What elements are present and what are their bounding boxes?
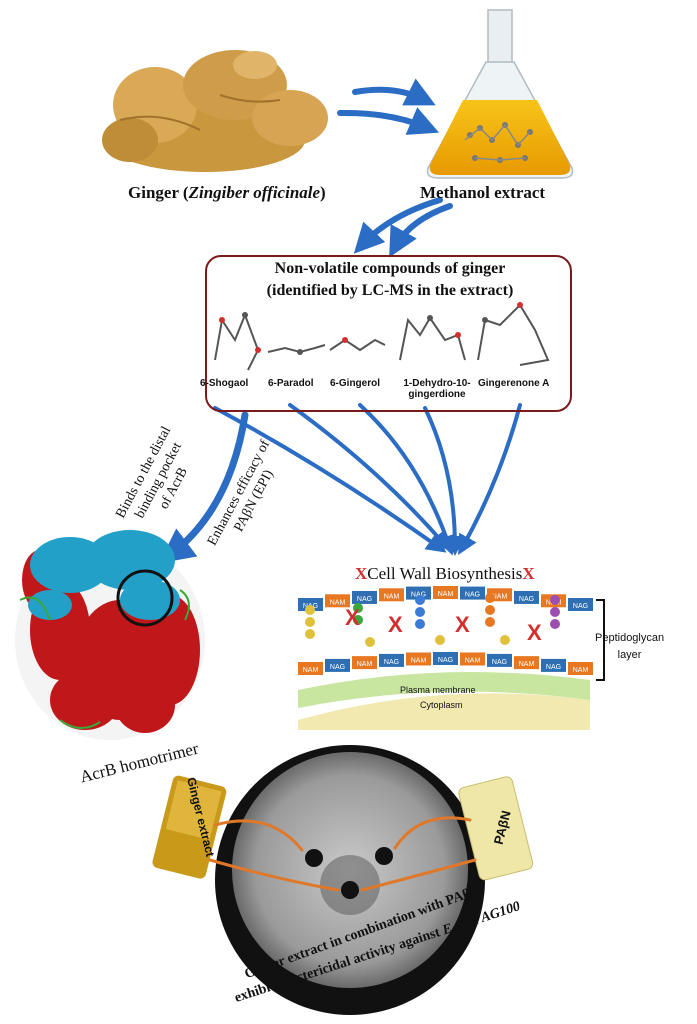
arrows-compounds-to-cell-wall <box>213 403 522 556</box>
sugar-unit-label: NAG <box>492 659 507 666</box>
sugar-unit-label: NAM <box>492 593 508 600</box>
compound-label: 1-Dehydro-10-gingerdione <box>403 378 471 400</box>
inhibition-mark: X <box>345 605 360 630</box>
sugar-unit-label: NAM <box>357 661 373 668</box>
sugar-unit-nam <box>568 662 593 675</box>
compound-label: 6-Shogaol <box>200 378 249 389</box>
sugar-unit-label: NAG <box>330 664 345 671</box>
sugar-unit-label: NAG <box>465 592 480 599</box>
cell-wall-label: XCell Wall BiosynthesisX <box>355 564 535 583</box>
peptide-bridges <box>305 593 560 647</box>
sugar-unit-nam <box>514 656 539 670</box>
sugar-unit-nam <box>433 586 458 599</box>
cytoplasm-label: Cytoplasm <box>420 700 463 710</box>
sugar-unit-label: NAM <box>573 667 589 674</box>
compound-label: 6-Paradol <box>268 378 314 389</box>
arrow-compounds-to-acrb <box>158 411 249 564</box>
sugar-unit-label: NAM <box>330 599 346 606</box>
sugar-unit-label: NAM <box>411 657 427 664</box>
sugar-unit-label: NAG <box>546 664 561 671</box>
sugar-unit-label: NAM <box>465 657 481 664</box>
ginger-label: Ginger (Zingiber officinale) <box>128 183 326 202</box>
sugar-unit-label: NAM <box>384 593 400 600</box>
peptidoglycan-diagram <box>298 672 590 730</box>
petri-plate <box>215 745 485 1015</box>
inhibition-mark: X <box>388 612 403 637</box>
methanol-flask-image <box>426 9 574 179</box>
sugar-unit-nag <box>568 598 593 611</box>
vial-ginger-extract <box>152 775 227 879</box>
compounds-box <box>205 255 572 412</box>
sugar-unit-nag <box>460 586 485 600</box>
plasma-membrane-label: Plasma membrane <box>400 685 476 695</box>
arrows-vials-to-wells <box>208 816 477 892</box>
sugar-unit-label: NAG <box>384 659 399 666</box>
sugar-unit-nag <box>379 653 404 667</box>
sugar-unit-nam <box>379 588 404 602</box>
arrow-ginger-to-extract <box>337 78 440 135</box>
acrb-protein-image <box>15 530 205 740</box>
sugar-unit-nam <box>352 656 377 670</box>
peptidoglycan-bracket <box>596 599 605 681</box>
sugar-unit-nam <box>406 652 431 666</box>
bottom-sugar-chain: NAM NAG NAM NAG NAM NAG NAM NAG NAM NAG NAM <box>298 652 593 675</box>
sugar-unit-nag <box>541 658 566 672</box>
sugar-unit-label: NAG <box>438 657 453 664</box>
methanol-extract-label: Methanol extract <box>420 183 546 202</box>
ginger-root-image <box>102 50 328 172</box>
inhibition-mark: X <box>455 612 470 637</box>
sugar-unit-nag <box>487 653 512 667</box>
sugar-unit-nag <box>514 590 539 604</box>
inhibition-mark: X <box>527 620 542 645</box>
compounds-subtitle: (identified by LC-MS in the extract) <box>266 282 514 299</box>
sugar-unit-nam <box>460 652 485 666</box>
sugar-unit-nag <box>433 652 458 665</box>
compound-atoms <box>219 302 523 355</box>
sugar-unit-nag <box>406 586 431 600</box>
sugar-unit-nam <box>298 662 323 675</box>
sugar-unit-label: NAM <box>438 591 454 598</box>
sugar-unit-label: NAM <box>303 667 319 674</box>
compound-label: Gingerenone A <box>478 378 550 389</box>
arrow-extract-to-compounds <box>353 197 453 258</box>
vial-pabn <box>458 776 534 881</box>
sugar-unit-label: NAM <box>519 661 535 668</box>
sugar-unit-label: NAG <box>357 596 372 603</box>
sugar-unit-nag <box>352 590 377 604</box>
sugar-unit-label: NAG <box>573 603 588 610</box>
sugar-unit-nam <box>325 594 350 608</box>
sugar-unit-label: NAG <box>519 596 534 603</box>
compounds-title: Non-volatile compounds of ginger <box>274 260 506 277</box>
sugar-unit-nag <box>325 658 350 672</box>
sugar-unit-label: NAG <box>411 592 426 599</box>
compound-label: 6-Gingerol <box>330 378 381 389</box>
sugar-unit-nag <box>298 598 323 611</box>
